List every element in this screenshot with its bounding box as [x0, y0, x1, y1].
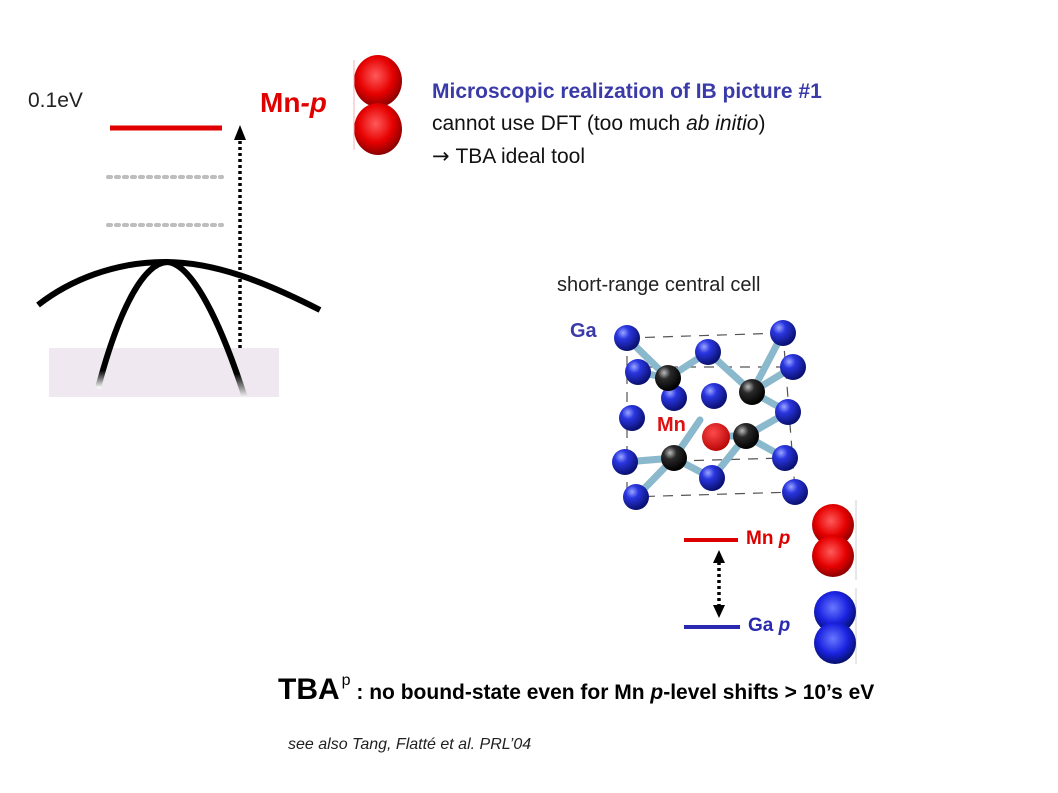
- mn-p-level-suffix: -p: [300, 87, 327, 118]
- band-diagram-graphic: [36, 125, 322, 399]
- intro-dft-line: cannot use DFT (too much ab initio): [432, 112, 765, 136]
- conclusion-superscript: p: [341, 672, 351, 689]
- level-scheme: [680, 500, 860, 670]
- intro-heading: Microscopic realization of IB picture #1: [432, 80, 822, 103]
- energy-scale-label: 0.1eV: [28, 89, 83, 112]
- mn-p-label-element: Mn: [746, 528, 774, 549]
- mn-p-label: Mn p: [746, 528, 790, 550]
- crystal-caption: short-range central cell: [557, 274, 761, 296]
- mn-p-label-orbital: p: [778, 528, 791, 549]
- ga-p-label: Ga p: [748, 615, 790, 637]
- mn-p-level-element: Mn: [260, 87, 301, 118]
- mn-p-orbital-icon: [342, 52, 408, 158]
- crystal-mn-label: Mn: [657, 414, 686, 436]
- intro-dft-italic: ab initio: [686, 112, 759, 135]
- narrow-band-curve-left: [95, 259, 169, 389]
- narrow-band-curve-right: [167, 259, 248, 399]
- reference-note: see also Tang, Flatté et al. PRL’04: [288, 736, 532, 753]
- mn-p-level-label: Mn-p: [260, 87, 327, 119]
- ga-p-label-orbital: p: [778, 615, 791, 636]
- excitation-arrow-head: [234, 125, 246, 140]
- intro-tba-text: TBA ideal tool: [455, 145, 586, 168]
- band-diagram: [0, 0, 360, 420]
- conclusion-text-italic: p: [650, 681, 664, 704]
- intro-tba-line: → TBA ideal tool: [432, 144, 585, 169]
- intro-dft-prefix: cannot use DFT (too much: [432, 112, 687, 135]
- conclusion-title: TBA: [278, 673, 340, 706]
- ga-p-label-element: Ga: [748, 615, 774, 636]
- crystal-ga-label: Ga: [570, 320, 597, 342]
- conclusion-text-prefix: : no bound-state even for Mn: [350, 681, 651, 704]
- level-scheme-graphic: [684, 500, 857, 664]
- mn-impurity-atom: [702, 423, 730, 451]
- crystal-graphic: [612, 320, 808, 510]
- conclusion-text-suffix: -level shifts > 10’s eV: [663, 681, 875, 704]
- right-arrow-icon: →: [432, 144, 450, 168]
- crystal-structure: [560, 300, 840, 530]
- intro-dft-suffix: ): [758, 112, 766, 135]
